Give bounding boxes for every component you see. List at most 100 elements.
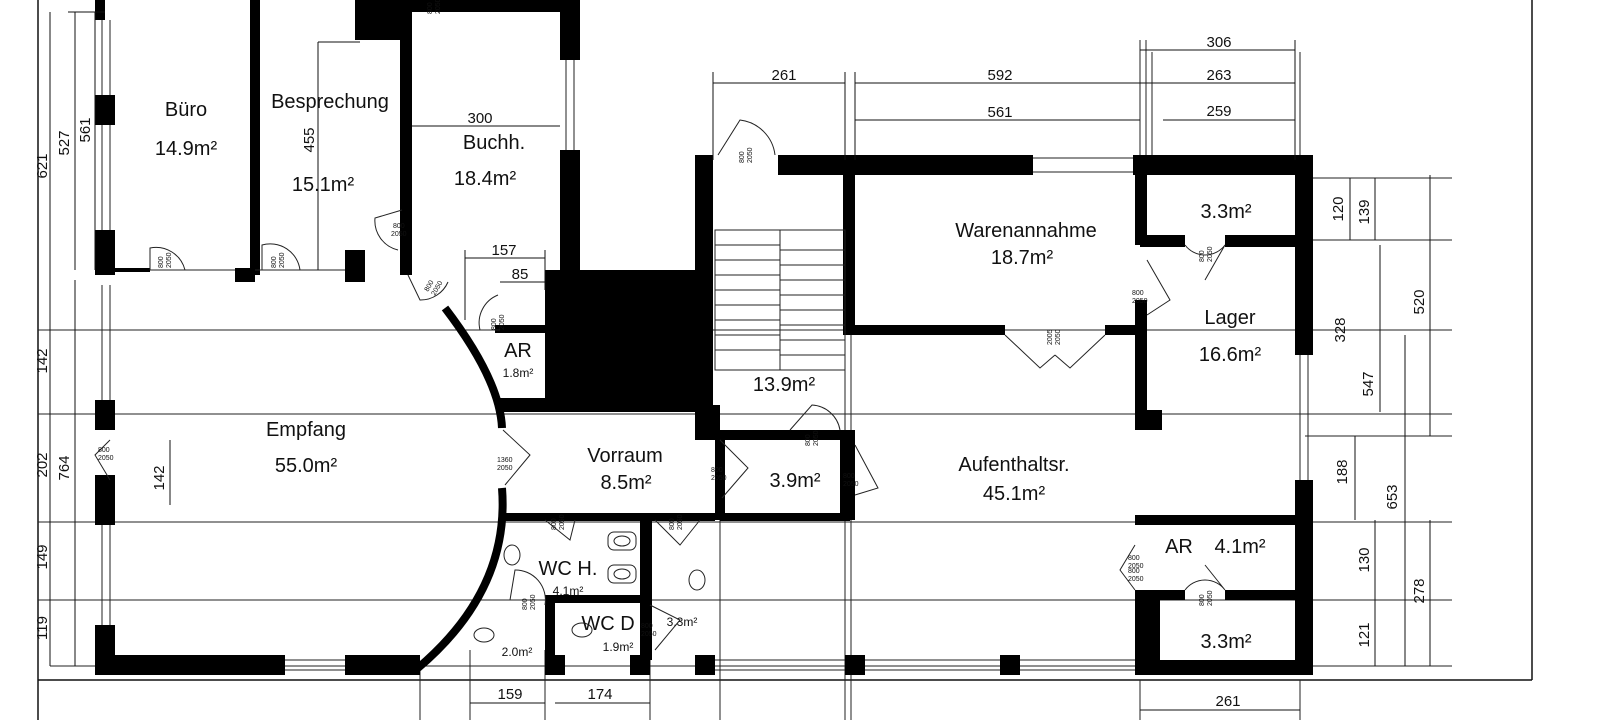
room-area-empfang: 55.0m² [275,455,338,477]
door-11-h: 2050 [813,430,820,446]
dim-bottom-261: 261 [1215,693,1240,710]
dim-left-142a: 142 [34,348,51,373]
dim-buchh-85: 85 [512,266,529,283]
door-7-w: 800 [98,447,110,454]
door-11-w: 800 [805,434,812,446]
door-9-w: 1360 [497,457,513,464]
room-area-store-top: 3.3m² [1200,201,1251,223]
dim-top-259: 259 [1206,103,1231,120]
room-area-stair: 13.9m² [753,374,816,396]
room-area-store-bottom: 3.3m² [1200,631,1251,653]
room-labels: Büro 14.9m² Besprechung 15.1m² Buchh. 18… [155,91,1266,659]
door-19-w: 800 [669,518,676,530]
dim-top-592: 592 [987,67,1012,84]
dim-top-306: 306 [1206,34,1231,51]
room-area-buero: 14.9m² [155,138,218,160]
door-20-w: 800 [522,598,529,610]
room-name-wc-d: WC D [581,613,634,635]
room-name-empfang: Empfang [266,419,346,441]
door-16-h: 2050 [1128,576,1144,583]
dim-bottom-174: 174 [587,686,612,703]
room-area-wc-2: 2.0m² [502,645,533,659]
dim-left-764: 764 [56,455,73,480]
room-area-buchh: 18.4m² [454,168,517,190]
dim-right-120: 120 [1330,196,1347,221]
door-2-w: 800 [271,256,278,268]
room-name-aufenthaltsr: Aufenthaltsr. [958,454,1069,476]
dim-right-139: 139 [1356,199,1373,224]
room-area-ar-top: 1.8m² [503,366,534,380]
door-17-h: 2050 [1207,590,1214,606]
door-12-h: 2050 [843,481,859,488]
room-area-wc-small: 3.3m² [667,615,698,629]
dim-left-202: 202 [34,452,51,477]
room-area-wc-d: 1.9m² [603,640,634,654]
dim-left-119: 119 [34,616,51,640]
door-15-w: 800 [1199,250,1206,262]
door-18-w: 800 [551,518,558,530]
walls [95,0,1313,675]
dim-left-149: 149 [34,544,51,569]
windows [101,20,1309,671]
room-area-vorraum: 8.5m² [600,472,651,494]
door-10-h: 2050 [711,475,727,482]
room-area-small-39: 3.9m² [769,470,820,492]
dim-besprechung-455: 455 [301,127,318,152]
room-area-aufenthaltsr: 45.1m² [983,483,1046,505]
room-name-ar-top: AR [504,340,532,362]
door-14-w: 2005 [1047,329,1054,345]
sanitary-fixtures [473,531,706,643]
door-22-h: 2050 [1128,563,1144,570]
room-name-buero: Büro [165,99,207,121]
room-name-buchh: Buchh. [463,132,525,154]
door-20-h: 2050 [530,594,537,610]
dim-left-621: 621 [34,153,51,178]
dim-left-561: 561 [77,117,94,142]
staircase [714,229,846,371]
door-1-h: 2050 [166,252,173,268]
door-1-w: 800 [158,256,165,268]
dim-right-547: 547 [1360,371,1377,396]
room-name-lager: Lager [1204,307,1255,329]
dim-left-527: 527 [56,130,73,155]
door-7-h: 2050 [98,455,114,462]
door-2-h: 2050 [279,252,286,268]
dim-right-328: 328 [1332,317,1349,342]
dim-bottom-159: 159 [497,686,522,703]
dim-right-278: 278 [1411,578,1428,603]
door-14-h: 2050 [1055,329,1062,345]
curved-wall [415,305,507,672]
dim-right-520: 520 [1411,289,1428,314]
room-name-warenannahme: Warenannahme [955,220,1097,242]
room-name-wc-h: WC H. [539,558,598,580]
door-19-h: 2050 [677,514,684,530]
door-5-w: 800 [424,279,436,293]
dimension-lines [49,11,1431,711]
dim-top-261: 261 [771,67,796,84]
room-name-vorraum: Vorraum [587,445,663,467]
door-3-w: 800 [427,2,434,14]
dim-right-653: 653 [1384,484,1401,509]
door-18-h: 2050 [559,514,566,530]
door-10-w: 800 [711,467,723,474]
door-3-h: 2050 [435,0,442,14]
door-swings [94,119,1226,651]
door-13-h: 2050 [1132,298,1148,305]
door-22-w: 800 [1128,555,1140,562]
dim-buchh-300: 300 [467,110,492,127]
dimension-texts: 261 592 561 306 263 259 300 157 85 455 6… [34,34,1428,710]
door-16-w: 800 [1128,568,1140,575]
room-area-wc-h: 4.1m² [553,584,584,598]
door-9-h: 2050 [497,465,513,472]
room-area-warenannahme: 18.7m² [991,247,1054,269]
door-15-h: 2050 [1207,246,1214,262]
room-area-besprechung: 15.1m² [292,174,355,196]
aux-lines [38,40,1452,720]
dim-empfang-142: 142 [151,465,168,490]
door-12-w: 800 [843,473,855,480]
dim-top-263: 263 [1206,67,1231,84]
room-name-besprechung: Besprechung [271,91,389,113]
door-4-w: 800 [393,223,405,230]
door-13-w: 800 [1132,290,1144,297]
